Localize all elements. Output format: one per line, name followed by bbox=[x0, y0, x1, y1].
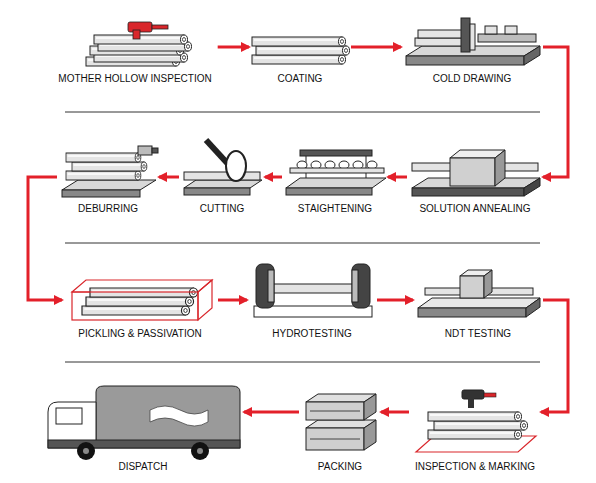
flow-arrow bbox=[218, 299, 247, 302]
ndt-illustration bbox=[418, 270, 540, 317]
process-step: CUTTING bbox=[182, 138, 262, 215]
flow-arrow bbox=[381, 411, 409, 414]
pickling-illustration bbox=[72, 280, 212, 320]
step-label: PACKING bbox=[318, 460, 362, 473]
flow-arrow bbox=[541, 300, 568, 412]
process-step: DISPATCH bbox=[45, 384, 241, 473]
cutting-illustration bbox=[184, 140, 262, 195]
flow-arrow bbox=[159, 176, 179, 179]
hydrotesting-illustration bbox=[254, 264, 372, 317]
process-step: STAIGHTENING bbox=[285, 148, 385, 215]
process-step: PACKING bbox=[302, 392, 378, 473]
step-label: STAIGHTENING bbox=[298, 202, 372, 215]
annealing-illustration bbox=[412, 150, 540, 196]
process-step: MOTHER HOLLOW INSPECTION bbox=[55, 18, 214, 85]
step-label: INSPECTION & MARKING bbox=[415, 460, 535, 473]
process-step: COATING bbox=[252, 30, 348, 85]
step-label: NDT TESTING bbox=[445, 327, 511, 340]
flow-arrow bbox=[218, 46, 249, 49]
flow-arrow bbox=[388, 176, 407, 179]
process-step: INSPECTION & MARKING bbox=[412, 386, 538, 473]
step-label: DISPATCH bbox=[118, 460, 167, 473]
step-label: HYDROTESTING bbox=[272, 327, 351, 340]
process-step: DEBURRING bbox=[60, 144, 156, 215]
step-label: PICKLING & PASSIVATION bbox=[78, 327, 201, 340]
cold-drawing-illustration bbox=[406, 18, 540, 65]
flow-arrow bbox=[265, 176, 282, 179]
step-label: CUTTING bbox=[200, 202, 244, 215]
step-label: MOTHER HOLLOW INSPECTION bbox=[58, 72, 211, 85]
deburring-illustration bbox=[62, 146, 158, 197]
inspection-illustration bbox=[86, 22, 192, 66]
process-step: NDT TESTING bbox=[416, 268, 540, 340]
process-step: PICKLING & PASSIVATION bbox=[65, 278, 215, 340]
truck-illustration bbox=[48, 386, 240, 460]
step-label: COATING bbox=[278, 72, 323, 85]
step-label: COLD DRAWING bbox=[433, 72, 512, 85]
flow-arrow bbox=[543, 47, 568, 177]
flow-arrow bbox=[377, 299, 413, 302]
flow-arrow bbox=[351, 46, 401, 49]
flow-arrow bbox=[28, 177, 62, 300]
coating-illustration bbox=[252, 37, 350, 64]
marking-illustration bbox=[416, 390, 536, 452]
process-step: SOLUTION ANNEALING bbox=[410, 148, 540, 215]
process-step: COLD DRAWING bbox=[404, 16, 540, 85]
packing-illustration bbox=[306, 394, 376, 450]
step-label: DEBURRING bbox=[78, 202, 138, 215]
flow-arrow bbox=[244, 411, 299, 414]
row-separators bbox=[65, 112, 540, 362]
step-label: SOLUTION ANNEALING bbox=[419, 202, 530, 215]
process-step: HYDROTESTING bbox=[250, 262, 374, 340]
straightening-illustration bbox=[286, 150, 386, 195]
